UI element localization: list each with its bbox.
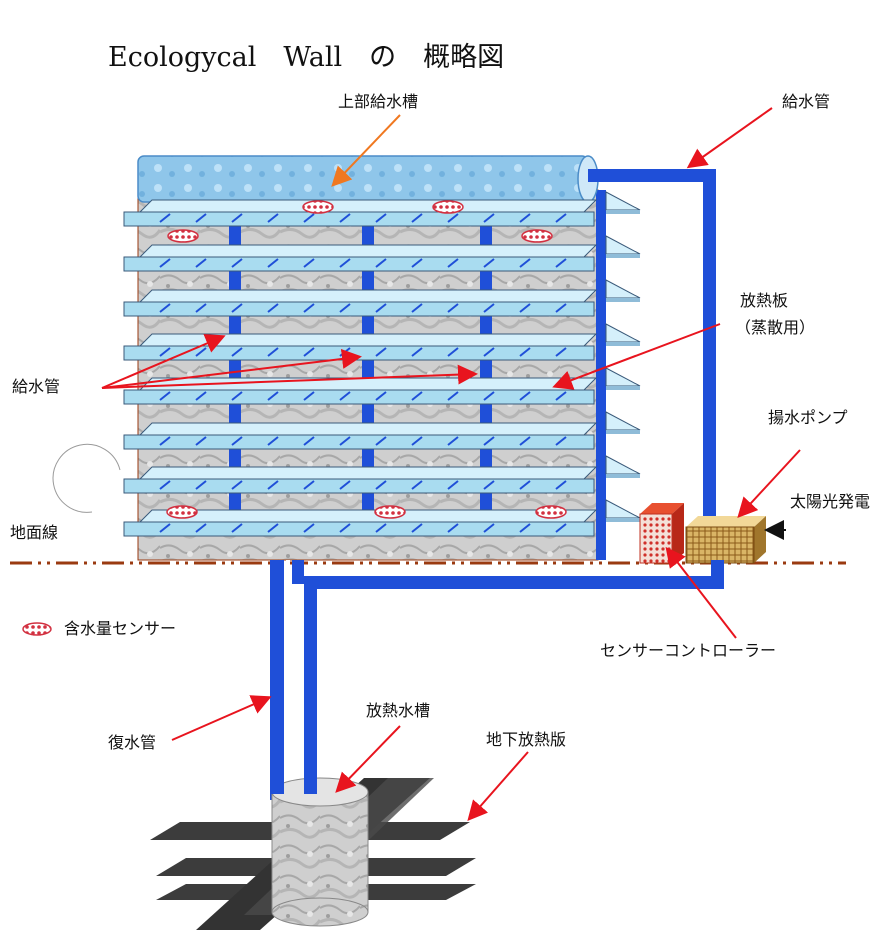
radiator-fin-edge bbox=[606, 298, 640, 302]
radiator-plate bbox=[123, 333, 598, 361]
radiator-fin bbox=[605, 323, 641, 343]
pencil-mark bbox=[52, 443, 121, 513]
wall-side-edge bbox=[596, 190, 606, 560]
radiator-plate bbox=[123, 199, 598, 227]
pump-icon bbox=[685, 516, 766, 564]
radiator-plate bbox=[123, 377, 598, 405]
radiator-fin-edge bbox=[606, 342, 640, 346]
moisture-sensor-icon bbox=[535, 505, 567, 519]
radiator-fin-edge bbox=[606, 430, 640, 434]
label-moisture-sensor: 含水量センサー bbox=[64, 619, 176, 638]
radiator-fins bbox=[605, 191, 641, 522]
external-supply-pipe bbox=[588, 169, 716, 539]
label-return-pipe: 復水管 bbox=[108, 733, 156, 752]
radiator-fin bbox=[605, 499, 641, 519]
radiator-plate bbox=[123, 289, 598, 317]
radiator-plate bbox=[123, 244, 598, 272]
radiator-plate bbox=[123, 509, 598, 537]
moisture-sensor-icon bbox=[521, 229, 553, 243]
label-underground-plate: 地下放熱版 bbox=[486, 730, 566, 749]
radiator-fin bbox=[605, 235, 641, 255]
moisture-sensor-icon bbox=[302, 200, 334, 214]
label-upper-tank: 上部給水槽 bbox=[338, 92, 418, 111]
label-supply-pipe-top: 給水管 bbox=[782, 92, 830, 111]
radiator-fin-edge bbox=[606, 518, 640, 522]
moisture-sensor-icon bbox=[166, 505, 198, 519]
label-ground-line: 地面線 bbox=[10, 523, 58, 542]
radiator-fin bbox=[605, 367, 641, 387]
moisture-sensor-icon bbox=[22, 622, 52, 636]
moisture-sensor-icon bbox=[374, 505, 406, 519]
diagram-title: Ecologycal Wall の 概略図 bbox=[108, 42, 504, 73]
radiator-fin-edge bbox=[606, 254, 640, 258]
moisture-sensor-icon bbox=[432, 200, 464, 214]
radiator-plate bbox=[123, 422, 598, 450]
radiator-plates bbox=[123, 199, 598, 537]
controller-box-icon bbox=[639, 503, 684, 564]
moisture-sensor-icon bbox=[167, 229, 199, 243]
label-heat-tank: 放熱水槽 bbox=[366, 701, 430, 720]
wall-sensors bbox=[166, 200, 567, 519]
radiator-fin-edge bbox=[606, 386, 640, 390]
annotation-arrows bbox=[101, 107, 801, 822]
upper-water-tank bbox=[137, 155, 589, 203]
label-radiator-plate: 放熱板 bbox=[740, 291, 788, 310]
label-controller: センサーコントローラー bbox=[600, 641, 776, 660]
radiator-fin bbox=[605, 279, 641, 299]
heat-water-tank bbox=[271, 777, 369, 927]
radiator-fin bbox=[605, 455, 641, 475]
return-pipe bbox=[270, 560, 724, 800]
label-solar: 太陽光発電 bbox=[790, 492, 870, 511]
radiator-fin-edge bbox=[606, 474, 640, 478]
label-supply-pipe-left: 給水管 bbox=[12, 377, 60, 396]
radiator-fin bbox=[605, 411, 641, 431]
radiator-plate bbox=[123, 466, 598, 494]
radiator-fin-edge bbox=[606, 210, 640, 214]
label-radiator-plate-sub: （蒸散用） bbox=[735, 318, 815, 337]
radiator-fin bbox=[605, 191, 641, 211]
label-pump: 揚水ポンプ bbox=[768, 408, 848, 427]
